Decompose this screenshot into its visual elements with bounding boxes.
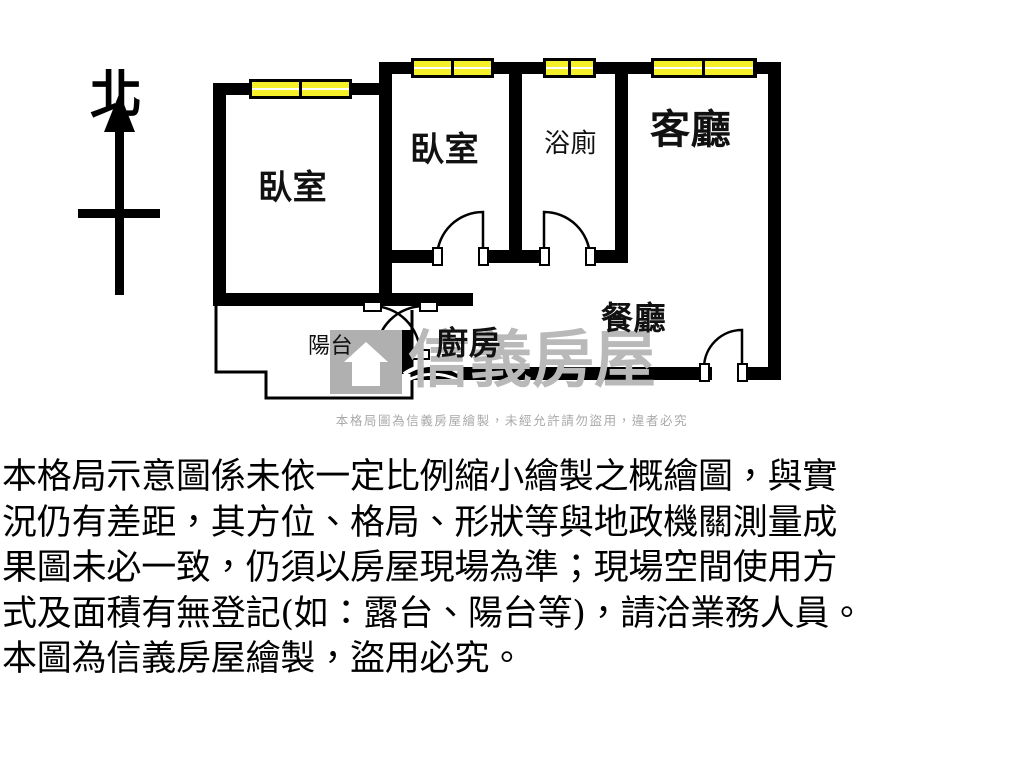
wall-bottom-entry-stub [742, 367, 781, 380]
window-bedroom-mid [411, 58, 494, 78]
room-label-bedroom-left: 臥室 [258, 168, 328, 208]
compass: 北 [70, 60, 180, 310]
wall-left-bedroom-top-a [213, 83, 249, 95]
door-bathroom [539, 210, 596, 266]
balcony-outline [214, 305, 414, 400]
door-kitchen-lower [363, 301, 430, 360]
wall-bottom-main [412, 367, 712, 380]
wall-right-exterior [768, 62, 781, 380]
wall-bath-right [615, 62, 628, 262]
disclaimer-block: 本格局示意圖係未依一定比例縮小繪製之概繪圖，與實 況仍有差距，其方位、格局、形狀… [0, 455, 1024, 683]
room-label-bedroom-mid: 臥室 [410, 130, 480, 170]
room-label-living-room: 客廳 [650, 107, 732, 153]
room-label-bathroom: 浴廁 [544, 129, 598, 159]
floor-plan-drawing [78, 58, 781, 400]
wall-kitchen-partition [399, 330, 412, 374]
door-bedroom-mid [432, 210, 489, 266]
compass-arrow [78, 93, 160, 295]
wall-left-bedroom-top-b [352, 83, 386, 95]
plan-copyright-note: 本格局圖為信義房屋繪製，未經允許請勿盜用，違者必究 [335, 413, 689, 428]
wall-left-bedroom-bottom [213, 293, 473, 306]
wall-mid-bedroom-bottom-b [483, 250, 522, 263]
disclaimer-line: 本格局示意圖係未依一定比例縮小繪製之概繪圖，與實 [2, 457, 838, 497]
wall-living-top-a [628, 62, 651, 74]
wall-mid-bedroom-top-a [379, 62, 411, 74]
windows [249, 58, 757, 99]
wall-mid-bedroom-bottom-a [379, 250, 437, 263]
wall-bath-top-a [522, 62, 543, 74]
room-label-balcony: 陽台 [308, 334, 353, 359]
floor-plan-canvas: 北 信義房屋 臥室 臥室 浴廁 客廳 餐廳 廚房 陽台 本格局圖為信義房屋繪製，… [70, 58, 781, 428]
disclaimer-line: 本圖為信義房屋繪製，盜用必究。 [2, 639, 525, 679]
door-entry [699, 328, 748, 382]
room-label-dining-room: 餐廳 [601, 299, 667, 337]
window-bathroom [543, 58, 596, 78]
disclaimer-line: 況仍有差距，其方位、格局、形狀等與地政機關測量成 [2, 502, 838, 543]
disclaimer-line: 果圖未必一致，仍須以房屋現場為準；現場空間使用方 [2, 548, 838, 588]
window-living-room [651, 58, 757, 78]
wall-bath-bottom-a [522, 250, 544, 263]
wall-mid-bedroom-right [509, 62, 522, 262]
room-label-kitchen: 廚房 [436, 324, 502, 362]
wall-left-exterior [213, 83, 226, 305]
window-bedroom-left [249, 79, 352, 99]
disclaimer-line: 式及面積有無登記(如：露台、陽台等)，請洽業務人員。 [2, 593, 865, 634]
wall-bath-bottom-b [590, 250, 628, 263]
structural-walls [213, 62, 781, 380]
compass-north-label: 北 [90, 66, 143, 126]
wall-mid-bedroom-left [379, 62, 392, 294]
